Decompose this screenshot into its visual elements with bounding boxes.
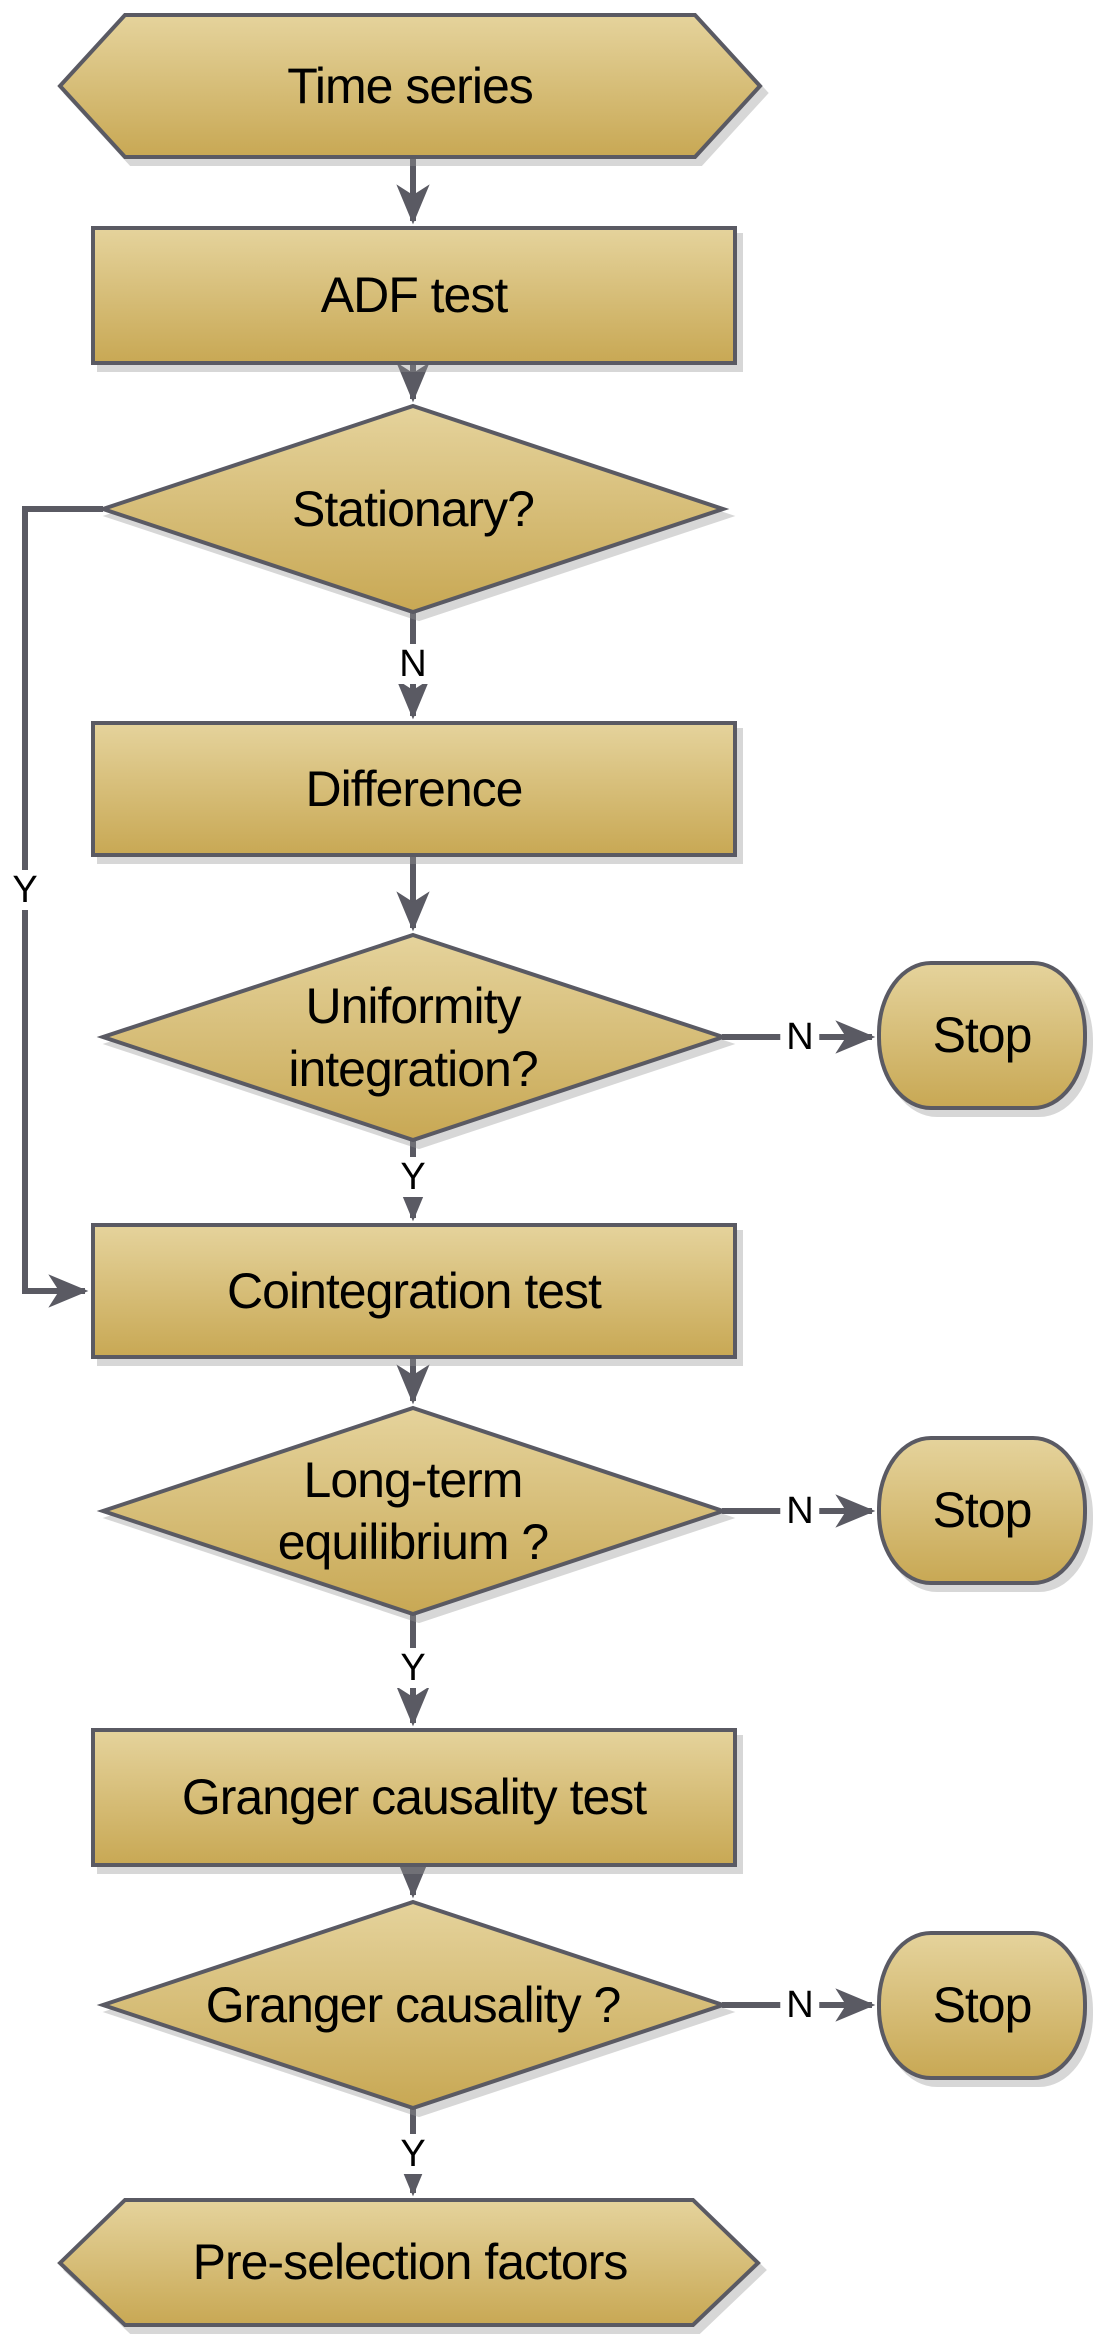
- node-label-stationary: Stationary?: [292, 480, 535, 537]
- node-label-pre-selection-factors: Pre-selection factors: [192, 2234, 629, 2291]
- edge-label-grangerq-n: N: [780, 1985, 820, 2025]
- node-label-stop-2: Stop: [932, 1482, 1033, 1539]
- process-shape-adf-test: [91, 226, 737, 365]
- edge-label-uniformity-n: N: [780, 1017, 820, 1057]
- hexagon-shape-time-series: [57, 13, 763, 159]
- process-shape-difference: [91, 721, 737, 857]
- edge-label-uniformity-y: Y: [394, 1157, 432, 1197]
- node-label-cointegration-test: Cointegration test: [227, 1262, 602, 1319]
- edge-label-stationary-y: Y: [6, 870, 44, 910]
- process-shape-granger-causality-test: [91, 1728, 737, 1867]
- process-shape-cointegration-test: [91, 1223, 737, 1359]
- terminator-shape-stop-3: [877, 1931, 1087, 2080]
- decision-shape-stationary: [96, 403, 730, 615]
- edge-label-grangerq-y: Y: [394, 2134, 432, 2174]
- terminator-shape-stop-1: [877, 961, 1087, 1110]
- node-label-time-series: Time series: [287, 57, 534, 114]
- decision-shape-uniformity-integration: [96, 932, 730, 1143]
- node-label-granger-causality: Granger causality ?: [205, 1976, 622, 2033]
- edge-label-longterm-y: Y: [394, 1648, 432, 1688]
- node-label-granger-causality-test: Granger causality test: [181, 1769, 647, 1826]
- node-label-stop-1: Stop: [932, 1007, 1033, 1064]
- decision-shape-granger-causality: [96, 1899, 730, 2111]
- decision-shape-long-term-equilibrium: [96, 1405, 730, 1617]
- node-label-stop-3: Stop: [932, 1977, 1033, 2034]
- node-label-difference: Difference: [305, 760, 524, 817]
- node-label-adf-test: ADF test: [320, 267, 508, 324]
- node-label-uniformity-integration: Uniformity integration?: [288, 978, 538, 1097]
- edge-label-stationary-n: N: [393, 644, 433, 684]
- terminator-shape-stop-2: [877, 1436, 1087, 1585]
- hexagon-shape-pre-selection-factors: [57, 2198, 761, 2327]
- edge-label-longterm-n: N: [780, 1491, 820, 1531]
- node-label-long-term-equilibrium: Long-term equilibrium ?: [277, 1451, 549, 1571]
